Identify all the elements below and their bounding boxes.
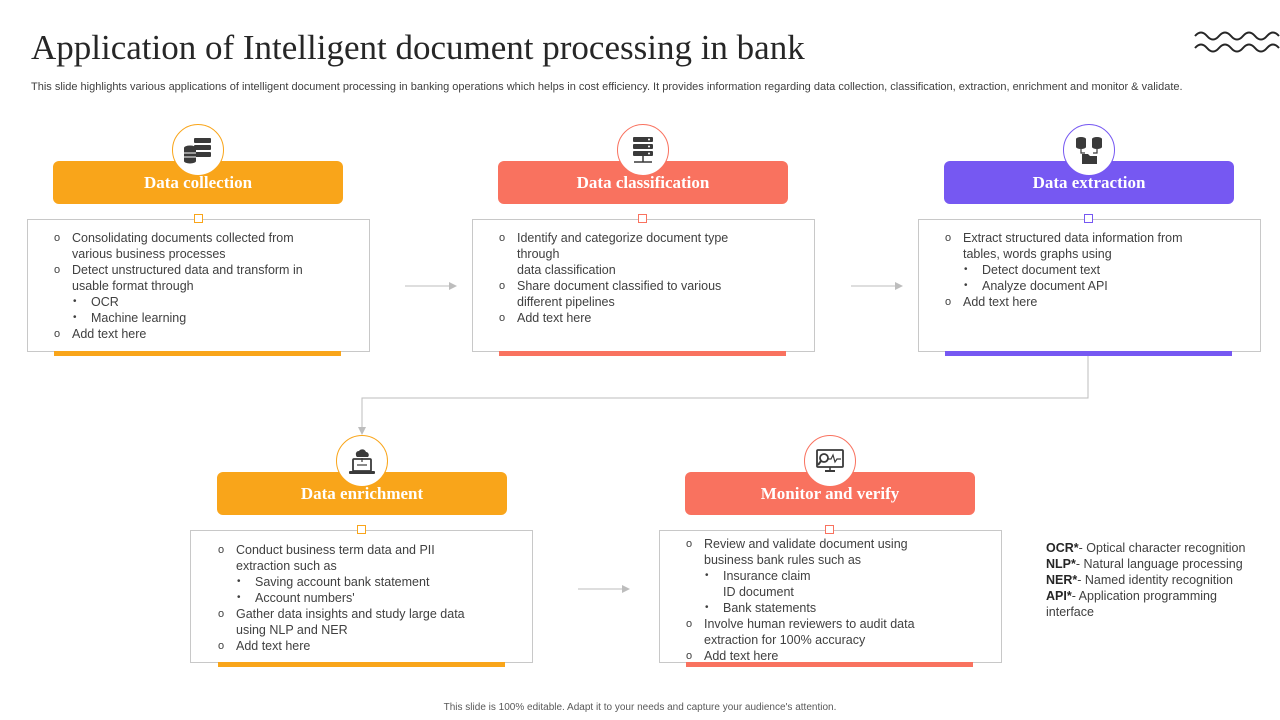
- arrow-extraction-to-enrichment: [358, 356, 1089, 435]
- legend-row-ner: NER*- Named identity recognition: [1046, 572, 1256, 588]
- list-item: through: [517, 247, 560, 261]
- legend-abbr: API*: [1046, 589, 1072, 603]
- data-enrichment-underbar: [218, 662, 505, 667]
- list-item: tables, words graphs using: [963, 247, 1112, 261]
- list-item: various business processes: [72, 247, 226, 261]
- list-item: Add text here: [945, 294, 1245, 310]
- server-stack-icon: [172, 124, 224, 176]
- legend-row-api: API*- Application programming interface: [1046, 588, 1256, 620]
- list-item: extraction for 100% accuracy: [704, 633, 866, 647]
- list-item: Consolidating documents collected from: [54, 230, 354, 246]
- list-item: Analyze document API: [945, 278, 1245, 294]
- data-collection-list: Consolidating documents collected from v…: [54, 230, 354, 342]
- page-subtitle: This slide highlights various applicatio…: [31, 81, 1183, 93]
- monitor-verify-underbar: [686, 662, 973, 667]
- server-network-icon: [617, 124, 669, 176]
- list-item: data classification: [517, 263, 616, 277]
- monitor-magnifier-icon: [804, 435, 856, 487]
- list-item: Add text here: [54, 326, 354, 342]
- data-extraction-list: Extract structured data information from…: [945, 230, 1245, 310]
- list-item: business bank rules such as: [704, 553, 862, 567]
- list-item: usable format through: [72, 279, 194, 293]
- legend-row-ocr: OCR*- Optical character recognition: [1046, 540, 1256, 556]
- list-item: Machine learning: [54, 310, 354, 326]
- list-item: Add text here: [499, 310, 799, 326]
- data-enrichment-connector-node: [357, 525, 366, 534]
- data-collection-connector-node: [194, 214, 203, 223]
- list-item: Detect unstructured data and transform i…: [54, 262, 354, 278]
- monitor-verify-list: Review and validate document using busin…: [686, 536, 986, 664]
- data-classification-underbar: [499, 351, 786, 356]
- list-item: Identify and categorize document type: [499, 230, 799, 246]
- data-classification-list: Identify and categorize document type th…: [499, 230, 799, 326]
- data-enrichment-list: Conduct business term data and PII extra…: [218, 542, 518, 654]
- list-item: Add text here: [218, 638, 518, 654]
- list-item: Detect document text: [945, 262, 1245, 278]
- list-item: Conduct business term data and PII: [218, 542, 518, 558]
- monitor-verify-connector-node: [825, 525, 834, 534]
- abbreviation-legend: OCR*- Optical character recognition NLP*…: [1046, 540, 1256, 620]
- list-item: Gather data insights and study large dat…: [218, 606, 518, 622]
- list-item: Bank statements: [686, 600, 986, 616]
- list-item: Extract structured data information from: [945, 230, 1245, 246]
- list-item: extraction such as: [236, 559, 337, 573]
- data-collection-underbar: [54, 351, 341, 356]
- list-item: Share document classified to various: [499, 278, 799, 294]
- legend-abbr: OCR*: [1046, 541, 1079, 555]
- legend-text: - Optical character recognition: [1078, 541, 1246, 555]
- cloud-laptop-icon: [336, 435, 388, 487]
- data-extraction-underbar: [945, 351, 1232, 356]
- footer-note: This slide is 100% editable. Adapt it to…: [443, 702, 837, 713]
- list-item: Saving account bank statement: [218, 574, 518, 590]
- legend-text: - Application programming interface: [1046, 589, 1217, 619]
- legend-text: - Named identity recognition: [1077, 573, 1233, 587]
- list-item: Insurance claim: [686, 568, 986, 584]
- list-item: OCR: [54, 294, 354, 310]
- list-item: Involve human reviewers to audit data: [686, 616, 986, 632]
- list-item: Account numbers': [218, 590, 518, 606]
- list-item: ID document: [723, 585, 794, 599]
- legend-abbr: NER*: [1046, 573, 1078, 587]
- squiggle-decoration-icon: [1194, 31, 1280, 53]
- legend-row-nlp: NLP*- Natural language processing: [1046, 556, 1256, 572]
- list-item: Add text here: [686, 648, 986, 664]
- data-extraction-connector-node: [1084, 214, 1093, 223]
- list-item: using NLP and NER: [236, 623, 348, 637]
- legend-text: - Natural language processing: [1075, 557, 1243, 571]
- data-classification-connector-node: [638, 214, 647, 223]
- list-item: Review and validate document using: [686, 536, 986, 552]
- legend-abbr: NLP*: [1046, 557, 1076, 571]
- database-folder-icon: [1063, 124, 1115, 176]
- list-item: different pipelines: [517, 295, 615, 309]
- page-title: Application of Intelligent document proc…: [31, 28, 805, 67]
